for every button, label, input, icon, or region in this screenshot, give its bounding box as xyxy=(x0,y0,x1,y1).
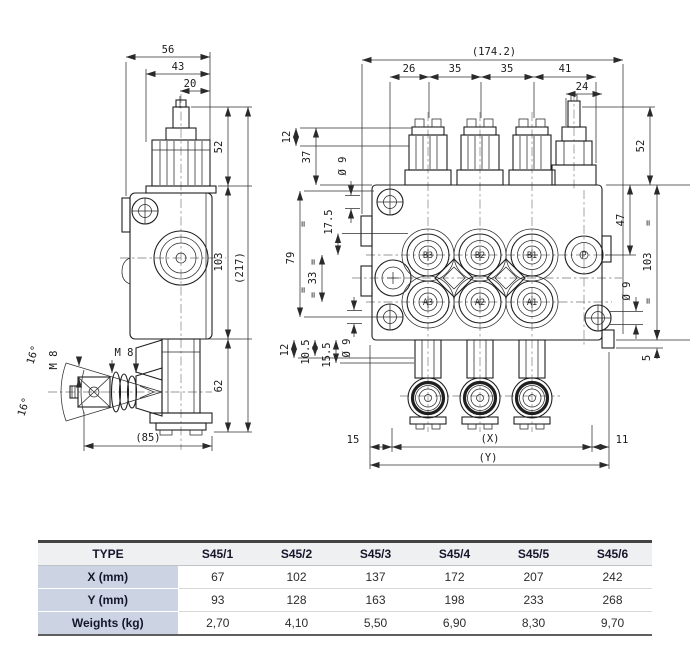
cell-value: 4,10 xyxy=(257,611,336,636)
table-header-type: TYPE xyxy=(38,541,178,566)
front-view-dimensions: (174.2) 26 35 35 41 24 12 xyxy=(279,46,690,469)
cell-value: 268 xyxy=(573,588,652,612)
dim-front-hole-top: Ø 9 xyxy=(337,157,349,176)
angle-label-upper: 16° xyxy=(25,344,42,366)
cell-value: 5,50 xyxy=(336,611,415,636)
dim-front-hole-bottom: Ø 9 xyxy=(341,339,353,358)
dim-front-seg1: 26 xyxy=(403,63,416,75)
port-label-b1: B1 xyxy=(527,251,537,261)
dim-side-width-cap: 43 xyxy=(172,61,185,73)
spec-table: TYPE S45/1 S45/2 S45/3 S45/4 S45/5 S45/6… xyxy=(38,540,652,636)
dim-side-width-stem: 20 xyxy=(184,78,197,90)
dim-side-height-lower: 62 xyxy=(213,380,225,393)
technical-drawing: 56 43 20 52 103 62 (217) xyxy=(16,44,690,469)
dim-front-basex: (X) xyxy=(481,433,500,445)
port-label-p: P xyxy=(581,251,586,261)
equal-mark: = xyxy=(643,220,654,226)
cell-value: 163 xyxy=(336,588,415,612)
equal-mark: = xyxy=(298,287,309,293)
dim-front-seg4: 41 xyxy=(559,63,572,75)
equal-mark: = xyxy=(308,259,319,265)
dim-front-top12: 12 xyxy=(281,131,293,144)
cell-value: 102 xyxy=(257,565,336,589)
cell-value: 2,70 xyxy=(178,611,257,636)
thread-label-horizontal: M 8 xyxy=(115,347,134,359)
side-view-dimensions: 56 43 20 52 103 62 (217) xyxy=(16,44,252,451)
table-header-col: S45/1 xyxy=(178,541,257,566)
dim-front-right103: 103 xyxy=(642,253,654,272)
dim-side-height-cap: 52 xyxy=(213,141,225,154)
dim-side-width-outer: 56 xyxy=(162,44,175,56)
dim-front-stem-offset: 24 xyxy=(576,81,589,93)
table-header-col: S45/2 xyxy=(257,541,336,566)
table-header-row: TYPE S45/1 S45/2 S45/3 S45/4 S45/5 S45/6 xyxy=(38,541,652,566)
row-label: Weights (kg) xyxy=(38,611,179,636)
port-label-b3: B3 xyxy=(423,251,433,261)
thread-label-vertical: M 8 xyxy=(48,351,60,370)
cell-value: 137 xyxy=(336,565,415,589)
table-header-col: S45/6 xyxy=(573,541,652,566)
cell-value: 8,30 xyxy=(494,611,573,636)
port-label-a2: A2 xyxy=(475,298,485,308)
equal-mark: = xyxy=(643,298,654,304)
front-view-centerlines xyxy=(352,92,622,432)
dim-front-left79: 79 xyxy=(285,252,297,265)
port-label-b2: B2 xyxy=(475,251,485,261)
cell-value: 128 xyxy=(257,588,336,612)
table-row-x: X (mm) 67 102 137 172 207 242 xyxy=(38,565,652,589)
table-row-weights: Weights (kg) 2,70 4,10 5,50 6,90 8,30 9,… xyxy=(38,611,652,636)
side-view-body xyxy=(121,99,217,436)
cell-value: 9,70 xyxy=(573,611,652,636)
side-view: 56 43 20 52 103 62 (217) xyxy=(16,44,252,451)
angle-label-lower: 16° xyxy=(16,396,33,418)
row-label: Y (mm) xyxy=(38,588,179,612)
cell-value: 207 xyxy=(494,565,573,589)
cell-value: 6,90 xyxy=(415,611,494,636)
dim-side-width-base: (85) xyxy=(135,432,160,444)
dim-front-seg3: 35 xyxy=(501,63,514,75)
table-header-col: S45/3 xyxy=(336,541,415,566)
table-header-col: S45/5 xyxy=(494,541,573,566)
row-label: X (mm) xyxy=(38,565,179,589)
cell-value: 67 xyxy=(178,565,257,589)
dim-front-overall: (174.2) xyxy=(472,46,516,58)
dim-front-base11: 11 xyxy=(616,434,629,446)
dim-front-33: 33 xyxy=(307,272,319,285)
dim-front-bot12: 12 xyxy=(279,344,291,357)
cell-value: 233 xyxy=(494,588,573,612)
port-label-a3: A3 xyxy=(423,298,433,308)
front-view-port-labels: B3 B2 B1 P A3 A2 A1 xyxy=(423,251,587,308)
dim-front-right47: 47 xyxy=(615,214,627,227)
dim-side-height-total: (217) xyxy=(234,252,246,284)
dim-front-right5: 5 xyxy=(641,355,653,361)
dim-front-bot155: 15.5 xyxy=(321,342,333,367)
dim-front-bot105: 10.5 xyxy=(300,339,312,364)
cell-value: 242 xyxy=(573,565,652,589)
equal-mark: = xyxy=(298,221,309,227)
side-view-angle-fan xyxy=(60,362,163,422)
table-row-y: Y (mm) 93 128 163 198 233 268 xyxy=(38,588,652,612)
dim-side-height-body: 103 xyxy=(213,253,225,272)
dim-front-top37: 37 xyxy=(301,151,313,164)
front-view: B3 B2 B1 P A3 A2 A1 (174.2) 26 35 xyxy=(279,46,690,469)
dim-front-seg2: 35 xyxy=(449,63,462,75)
cell-value: 198 xyxy=(415,588,494,612)
equal-mark: = xyxy=(308,292,319,298)
cell-value: 172 xyxy=(415,565,494,589)
table-header-col: S45/4 xyxy=(415,541,494,566)
front-view-body xyxy=(360,94,615,431)
port-label-a1: A1 xyxy=(527,298,537,308)
cell-value: 93 xyxy=(178,588,257,612)
dim-front-base15: 15 xyxy=(347,434,360,446)
dim-front-175: 17.5 xyxy=(323,209,335,234)
dim-front-basey: (Y) xyxy=(479,452,498,464)
dim-front-right52: 52 xyxy=(635,140,647,153)
dim-front-hole-right: Ø 9 xyxy=(621,282,633,301)
